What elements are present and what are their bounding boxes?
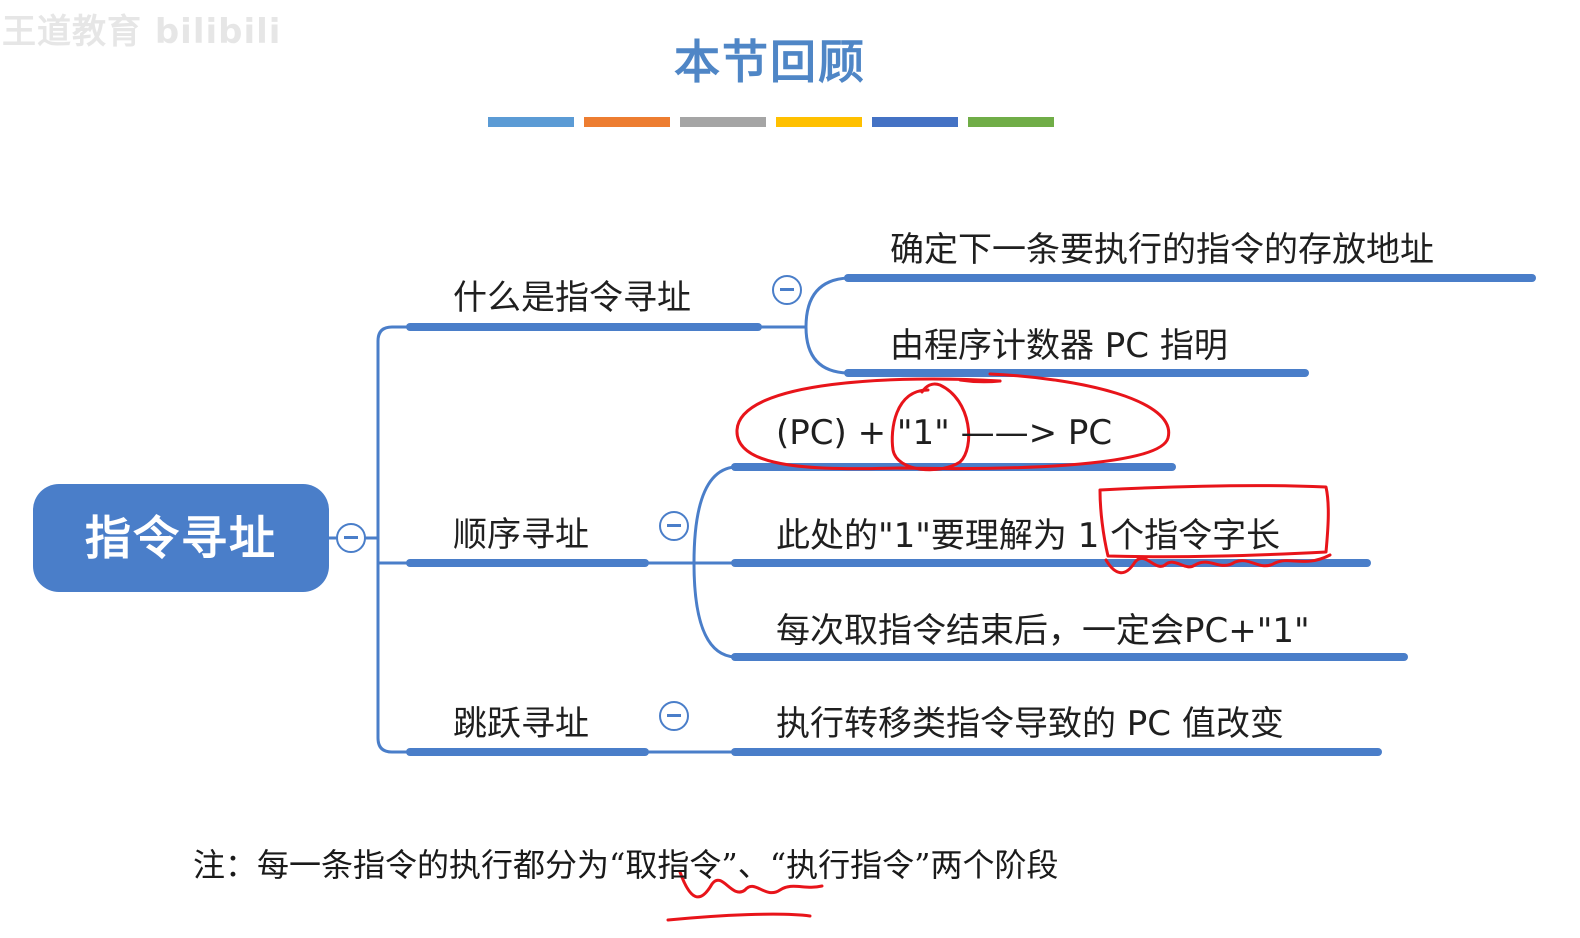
- annotation-circle: [890, 382, 971, 472]
- color-segment: [584, 117, 670, 127]
- collapse-toggle[interactable]: [659, 701, 689, 731]
- leaf-label[interactable]: 此处的"1"要理解为 1 个指令字长: [776, 516, 1281, 556]
- leaf-label[interactable]: 执行转移类指令导致的 PC 值改变: [776, 704, 1284, 744]
- branch-label[interactable]: 什么是指令寻址: [453, 278, 691, 318]
- leaf-label[interactable]: (PC) + "1" ——> PC: [776, 413, 1113, 453]
- annotation-underline-stroke: [666, 912, 812, 922]
- collapse-toggle-root[interactable]: [336, 523, 366, 553]
- leaf-label[interactable]: 每次取指令结束后，一定会PC+"1": [776, 611, 1310, 651]
- color-segment: [776, 117, 862, 127]
- annotation-wavy-underline: [1104, 553, 1332, 575]
- collapse-toggle[interactable]: [659, 511, 689, 541]
- annotation-box: [1098, 484, 1330, 559]
- watermark: 王道教育 bilibili: [2, 12, 282, 52]
- color-segment: [872, 117, 958, 127]
- connector: [692, 465, 737, 659]
- color-segment: [488, 117, 574, 127]
- color-segment: [968, 117, 1054, 127]
- page-title: 本节回顾: [674, 35, 866, 89]
- branch-label[interactable]: 顺序寻址: [453, 515, 589, 555]
- color-segment: [680, 117, 766, 127]
- leaf-label[interactable]: 确定下一条要执行的指令的存放地址: [890, 230, 1434, 270]
- title-color-bar: [488, 112, 1064, 127]
- connector: [376, 325, 412, 754]
- branch-label[interactable]: 跳跃寻址: [453, 704, 589, 744]
- collapse-toggle[interactable]: [772, 275, 802, 305]
- leaf-label[interactable]: 由程序计数器 PC 指明: [890, 326, 1228, 366]
- root-node[interactable]: 指令寻址: [33, 484, 329, 592]
- footnote: 注：每一条指令的执行都分为“取指令”、“执行指令”两个阶段: [193, 846, 1059, 884]
- annotation-ellipse: [735, 372, 1171, 471]
- connector: [804, 276, 850, 375]
- annotation-wavy-underline: [678, 870, 824, 899]
